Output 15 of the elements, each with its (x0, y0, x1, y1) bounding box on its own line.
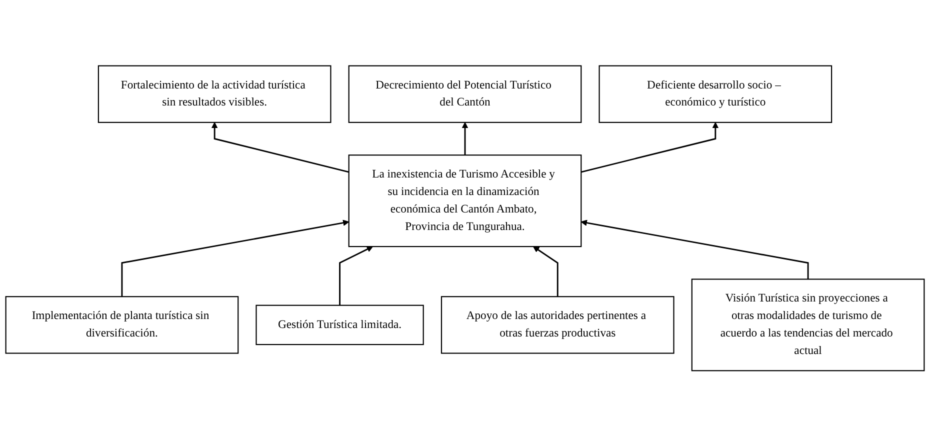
arrow (580, 122, 719, 172)
arrow (580, 219, 809, 279)
node-box: Apoyo de las autoridades pertinentes a otras fuerzas productivas (440, 296, 674, 354)
node-box: Fortalecimiento de la actividad turística sin resultados visibles. (98, 65, 332, 123)
node-box: Decrecimiento del Potencial Turístico del Cantón (348, 65, 582, 123)
arrow (211, 122, 350, 172)
node-box: Deficiente desarrollo socio – económico y turístico (598, 65, 832, 123)
arrow (339, 246, 374, 306)
node-box: La inexistencia de Turismo Accesible y su incidencia en la dinamización económica del Cantón Ambato, Provincia de Tungurahua. (348, 154, 582, 247)
node-box: Visión Turística sin proyecciones a otras modalidades de turismo de acuerdo a las tendencias del mercado actual (691, 278, 925, 371)
arrow (121, 219, 350, 296)
node-box: Gestión Turística limitada. (256, 304, 424, 345)
arrow (462, 122, 468, 155)
arrow (532, 246, 558, 296)
node-box: Implementación de planta turística sin diversificación. (5, 296, 239, 354)
